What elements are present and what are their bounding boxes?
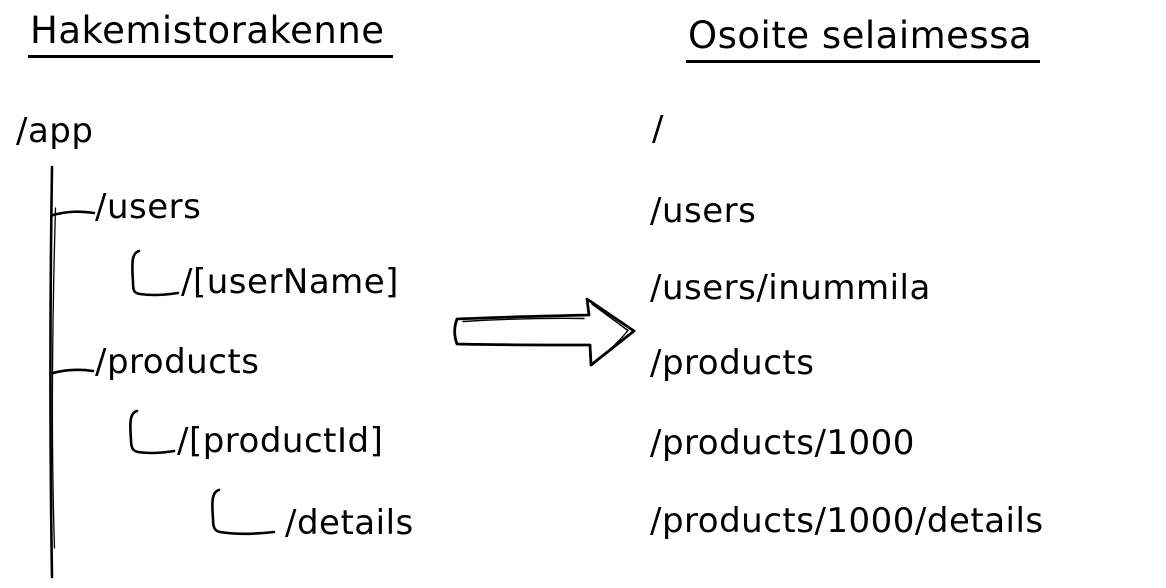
address-products: /products bbox=[650, 343, 815, 383]
address-product-id: /products/1000 bbox=[650, 423, 915, 463]
tree-node-app: /app bbox=[16, 111, 94, 151]
left-column-title: Hakemistorakenne bbox=[28, 12, 393, 58]
address-user-name: /users/inummila bbox=[650, 268, 931, 308]
address-users: /users bbox=[650, 191, 757, 231]
right-column-title: Osoite selaimessa bbox=[686, 17, 1041, 63]
tree-node-products: /products bbox=[95, 342, 260, 382]
tree-node-users: /users bbox=[95, 187, 202, 227]
address-root: / bbox=[652, 109, 664, 149]
tree-node-username: /[userName] bbox=[181, 262, 399, 302]
tree-node-details: /details bbox=[285, 503, 414, 543]
tree-node-productid: /[productId] bbox=[177, 421, 384, 461]
address-product-details: /products/1000/details bbox=[650, 501, 1044, 541]
